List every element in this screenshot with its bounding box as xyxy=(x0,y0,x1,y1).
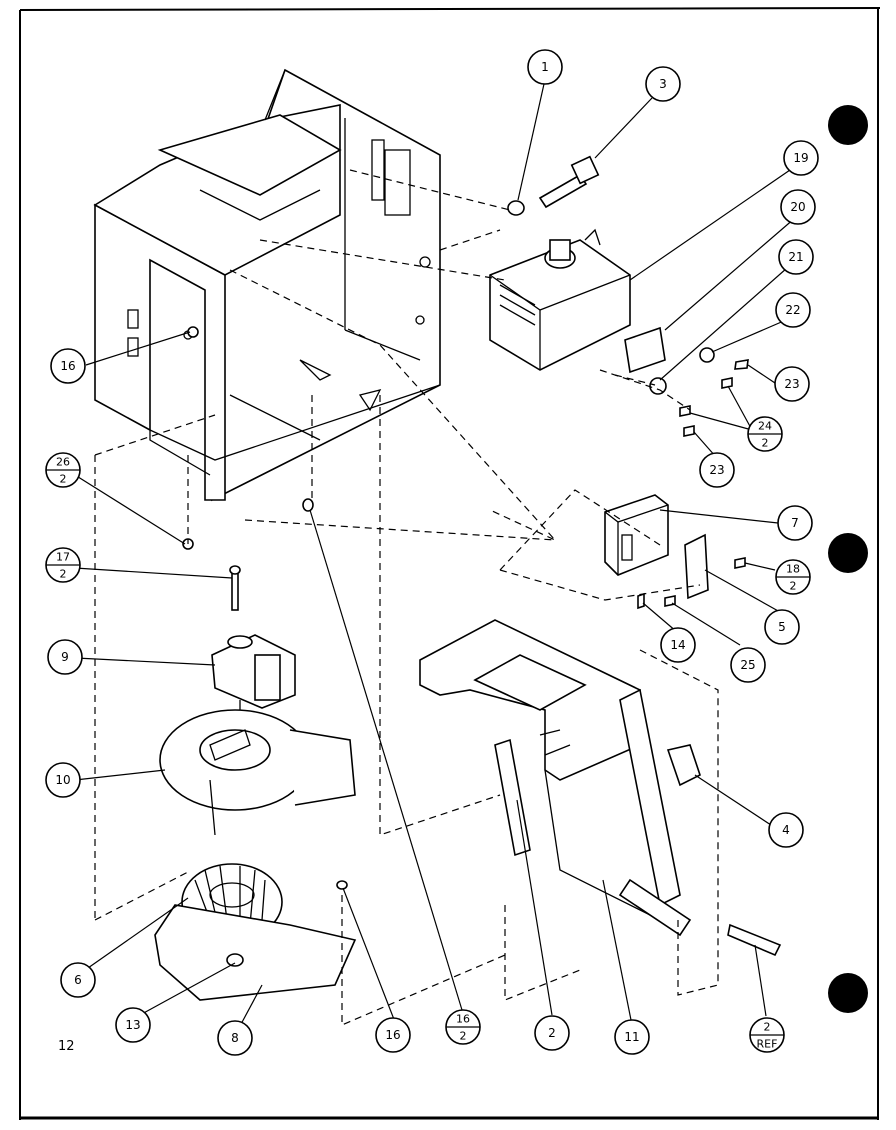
callout-10-label: 10 xyxy=(55,773,70,787)
callout-13-label: 13 xyxy=(125,1018,140,1032)
callout-9-label: 9 xyxy=(61,650,69,664)
blower-plate xyxy=(154,904,357,1001)
callout-7-label: 7 xyxy=(791,516,799,530)
fan-motor xyxy=(211,634,296,725)
callout-3: 3 xyxy=(645,66,681,102)
callout-16-half-sub: 2 xyxy=(460,1030,467,1043)
callout-25: 25 xyxy=(730,647,766,683)
thermal-cutout xyxy=(538,155,600,209)
callout-18-sub: 2 xyxy=(790,580,797,593)
callout-3-label: 3 xyxy=(659,77,667,91)
callout-25-label: 25 xyxy=(740,658,755,672)
binder-hole-middle xyxy=(828,533,868,573)
callout-20-label: 20 xyxy=(790,200,805,214)
callout-23-upper-label: 23 xyxy=(784,377,799,391)
callout-22-label: 22 xyxy=(785,303,800,317)
callout-14-label: 14 xyxy=(670,638,685,652)
callout-5: 5 xyxy=(764,609,800,645)
callout-6-label: 6 xyxy=(74,973,82,987)
callout-1-label: 1 xyxy=(541,60,549,74)
page-number: 12 xyxy=(58,1039,75,1054)
callout-21: 21 xyxy=(778,239,814,275)
callout-19-label: 19 xyxy=(793,151,808,165)
callout-26-label: 26 xyxy=(56,456,70,469)
binder-hole-bottom xyxy=(828,973,868,1013)
screw-16b xyxy=(336,880,348,890)
screw-16c xyxy=(302,498,314,512)
air-guide-base xyxy=(419,619,692,937)
callout-23-upper: 23 xyxy=(774,366,810,402)
callout-18-label: 18 xyxy=(786,563,800,576)
binder-hole-top xyxy=(828,105,868,145)
bracket-4 xyxy=(666,744,701,787)
callout-8: 8 xyxy=(217,1020,253,1056)
callout-22: 22 xyxy=(775,292,811,328)
callout-18: 18 2 xyxy=(775,559,811,595)
hardware-screws-right xyxy=(649,347,749,437)
callout-19: 19 xyxy=(783,140,819,176)
callout-20: 20 xyxy=(780,189,816,225)
callout-2-ref: 2 REF xyxy=(749,1017,785,1053)
screw-17 xyxy=(229,565,241,611)
assembly-dashed-lines xyxy=(94,169,719,1026)
callout-16-lower-label: 16 xyxy=(385,1028,400,1042)
screw-16a xyxy=(187,326,199,338)
blower-housing xyxy=(159,709,356,836)
vent-strip-2-ref xyxy=(727,923,782,957)
callout-4-label: 4 xyxy=(782,823,790,837)
callout-17-label: 17 xyxy=(56,551,70,564)
clip-14 xyxy=(637,592,645,610)
noise-filter-bracket xyxy=(604,494,669,576)
callout-6: 6 xyxy=(60,962,96,998)
magnetron-plate xyxy=(624,326,666,374)
callout-17-sub: 2 xyxy=(60,568,67,581)
callout-16-lower: 16 xyxy=(375,1017,411,1053)
magnetron xyxy=(489,228,631,371)
callout-24: 24 2 xyxy=(747,416,783,452)
callout-11-label: 11 xyxy=(624,1030,639,1044)
page-border xyxy=(19,7,881,1120)
callout-26-sub: 2 xyxy=(60,473,67,486)
callout-23-lower-label: 23 xyxy=(709,463,724,477)
callout-24-sub: 2 xyxy=(762,437,769,450)
screw-18 xyxy=(734,557,746,569)
callout-24-label: 24 xyxy=(758,420,772,433)
callout-9: 9 xyxy=(47,639,83,675)
callout-2-ref-sub: REF xyxy=(757,1038,778,1051)
callout-16-half-label: 16 xyxy=(456,1013,470,1026)
callout-2-ref-label: 2 xyxy=(764,1021,771,1034)
bracket-plate-5 xyxy=(684,533,709,600)
leader-lines xyxy=(74,83,796,1027)
callout-7: 7 xyxy=(777,505,813,541)
callout-16-upper: 16 xyxy=(50,348,86,384)
callout-16-half: 16 2 xyxy=(445,1009,481,1045)
callout-14: 14 xyxy=(660,627,696,663)
callout-10: 10 xyxy=(45,762,81,798)
callout-16-upper-label: 16 xyxy=(60,359,75,373)
callout-4: 4 xyxy=(768,812,804,848)
callout-1: 1 xyxy=(527,49,563,85)
callout-21-label: 21 xyxy=(788,250,803,264)
callout-13: 13 xyxy=(115,1007,151,1043)
callout-11: 11 xyxy=(614,1019,650,1055)
callout-17: 17 2 xyxy=(45,547,81,583)
callout-2-label: 2 xyxy=(548,1026,556,1040)
callout-2: 2 xyxy=(534,1015,570,1051)
chassis-frame xyxy=(93,68,441,502)
callout-8-label: 8 xyxy=(231,1031,239,1045)
callout-26: 26 2 xyxy=(45,452,81,488)
callout-23-lower: 23 xyxy=(699,452,735,488)
magnetron-nut xyxy=(507,200,525,216)
vent-strip-2 xyxy=(494,738,531,857)
callout-5-label: 5 xyxy=(778,620,786,634)
